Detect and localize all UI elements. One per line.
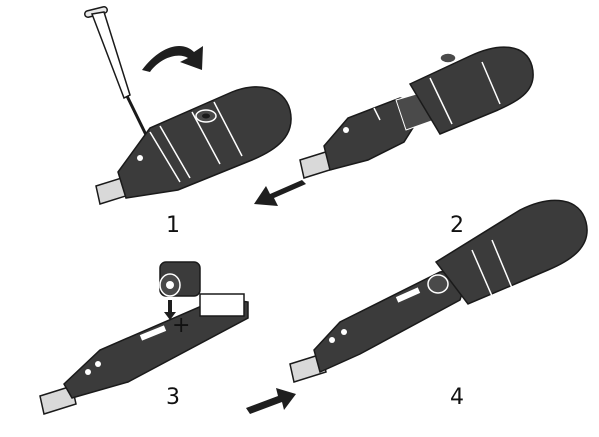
step-1-number: 1 — [166, 213, 180, 238]
step-1-panel — [84, 6, 292, 205]
step-3-panel: + — [39, 261, 249, 415]
polarity-plus: + — [172, 313, 190, 338]
straight-arrow-icon — [254, 180, 306, 206]
step-2-panel — [254, 46, 534, 206]
step-3-number: 3 — [166, 385, 180, 410]
device-open-compartment — [39, 293, 249, 415]
step-2-number: 2 — [450, 213, 464, 238]
device-reassembled — [289, 199, 588, 383]
battery-icon — [159, 261, 201, 297]
insert-arrow-icon — [164, 300, 176, 320]
straight-arrow-icon — [246, 388, 296, 414]
screwdriver-icon — [84, 6, 152, 144]
usb-plug-icon — [39, 385, 77, 415]
device-closed — [95, 86, 292, 205]
curved-arrow-icon — [142, 46, 203, 72]
step-4-panel — [246, 199, 588, 414]
device-opened — [299, 46, 534, 179]
step-4-number: 4 — [450, 385, 464, 410]
